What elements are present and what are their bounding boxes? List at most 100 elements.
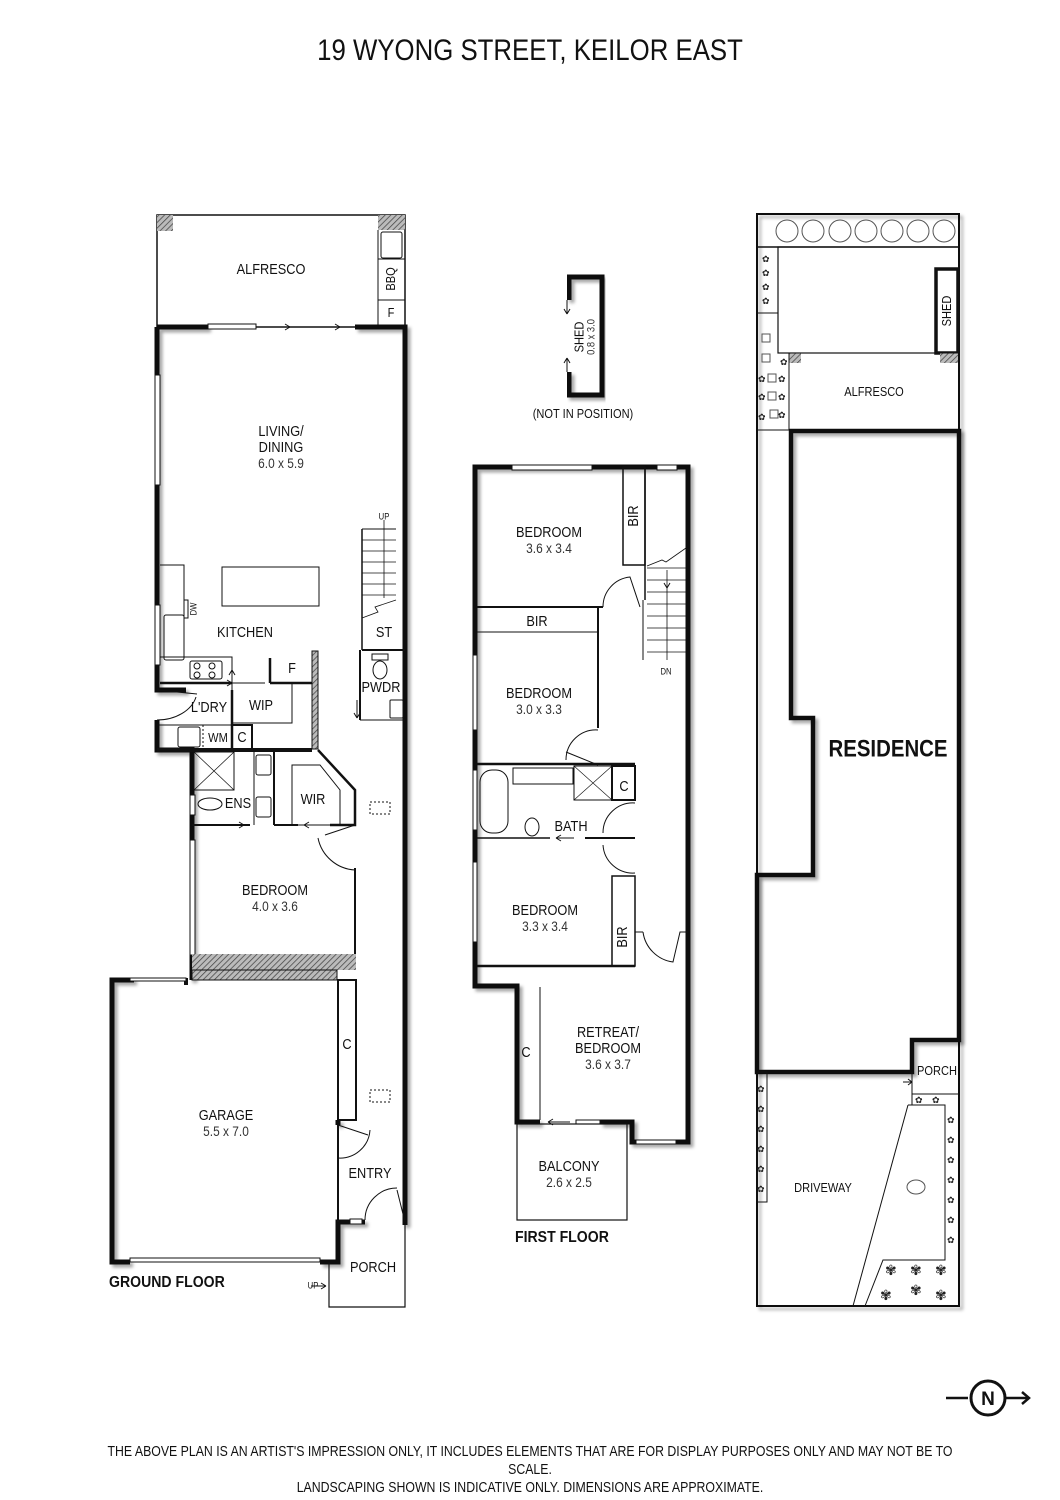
svg-text:✾: ✾ [910,1263,922,1279]
room-label-cupboard-hall: C [342,1036,352,1054]
disclaimer: THE ABOVE PLAN IS AN ARTIST'S IMPRESSION… [95,1443,964,1497]
room-name-line2: BEDROOM [575,1039,641,1057]
room-label-bath: BATH [554,818,588,836]
shed-note: (NOT IN POSITION) [532,406,634,422]
label-dishwasher: DW [188,602,199,616]
svg-text:✿: ✿ [778,375,786,385]
room-name: BEDROOM [512,901,578,919]
svg-text:✿: ✿ [757,1145,765,1155]
room-label-bedroom-2: BEDROOM 3.0 x 3.3 [506,686,572,716]
stair-down-label: DN [660,666,672,677]
room-name: BEDROOM [516,523,582,541]
room-label-bedroom-ground: BEDROOM 4.0 x 3.6 [242,883,308,913]
shed-name: SHED [571,321,587,353]
svg-text:✿: ✿ [757,1185,765,1195]
svg-text:✾: ✾ [935,1263,947,1279]
room-label-fridge-alfresco: F [387,305,395,321]
svg-text:✿: ✿ [757,1085,765,1095]
site-label-porch: PORCH [917,1063,957,1079]
room-label-garage: GARAGE 5.5 x 7.0 [199,1108,254,1138]
room-dimensions: 6.0 x 5.9 [258,454,304,471]
room-dimensions: 4.0 x 3.6 [252,897,298,914]
svg-text:✿: ✿ [947,1156,955,1166]
svg-text:✿: ✿ [758,393,766,403]
shed-label: SHED 0.8 x 3.0 [571,319,598,355]
room-label-fridge-kitchen: F [288,660,296,678]
svg-text:✿: ✿ [762,297,770,307]
first-floor-plan [472,464,691,1221]
svg-text:✾: ✾ [910,1283,922,1299]
room-label-wip: WIP [248,697,274,715]
svg-text:✿: ✿ [932,1096,940,1106]
room-name-line1: RETREAT/ [576,1023,640,1041]
svg-text:✿: ✿ [778,411,786,421]
svg-text:✿: ✿ [762,255,770,265]
room-label-living-dining: LIVING/ DINING 6.0 x 5.9 [258,424,304,470]
room-label-bedroom-3: BEDROOM 3.3 x 3.4 [512,903,578,933]
site-plan [754,213,962,1307]
room-name: BEDROOM [506,684,572,702]
stair-up-label: UP [378,511,390,522]
svg-text:✾: ✾ [935,1288,947,1304]
shed-plan [566,274,605,398]
porch-up-label: UP [307,1280,319,1291]
svg-text:✿: ✿ [947,1236,955,1246]
room-label-laundry: L'DRY [190,699,228,717]
room-label-entry: ENTRY [348,1165,392,1183]
room-name: BALCONY [538,1157,600,1175]
room-label-balcony: BALCONY 2.6 x 2.5 [539,1159,600,1189]
room-dimensions: 3.6 x 3.7 [585,1055,631,1072]
room-label-cupboard-bath: C [619,778,629,796]
room-dimensions: 3.0 x 3.3 [516,700,562,717]
disclaimer-line-1: THE ABOVE PLAN IS AN ARTIST'S IMPRESSION… [107,1443,953,1478]
room-label-ensuite: ENS [224,795,252,813]
room-label-alfresco: ALFRESCO [236,261,306,279]
site-label-driveway: DRIVEWAY [794,1180,852,1196]
room-label-wir: WIR [300,791,326,809]
svg-text:✿: ✿ [758,413,766,423]
site-label-alfresco: ALFRESCO [844,384,904,400]
svg-text:✿: ✿ [915,1096,923,1106]
room-dimensions: 5.5 x 7.0 [203,1122,249,1139]
svg-text:✿: ✿ [947,1196,955,1206]
page-title: 19 WYONG STREET, KEILOR EAST [317,34,743,67]
room-label-bedroom-1: BEDROOM 3.6 x 3.4 [516,525,582,555]
room-label-bbq: BBQ [383,267,399,291]
room-label-stair-storage: ST [375,624,393,642]
room-label-kitchen: KITCHEN [217,624,273,642]
svg-text:✿: ✿ [762,283,770,293]
room-dimensions: 3.3 x 3.4 [522,917,568,934]
room-dimensions: 3.6 x 3.4 [526,539,572,556]
svg-text:✿: ✿ [947,1176,955,1186]
door-arrows [210,300,913,1290]
svg-text:✿: ✿ [758,375,766,385]
label-washing-machine: WM [208,730,228,746]
svg-text:✿: ✿ [778,393,786,403]
room-label-bir-3: BIR [614,926,632,948]
svg-text:✿: ✿ [757,1105,765,1115]
svg-text:✿: ✿ [947,1216,955,1226]
room-label-cupboard-laundry: C [237,729,247,747]
room-label-powder: PWDR [361,679,401,697]
site-label-residence: RESIDENCE [828,735,948,763]
shed-dimensions: 0.8 x 3.0 [585,319,598,355]
ground-floor-plan [109,214,408,1308]
room-label-retreat-bedroom: RETREAT/ BEDROOM 3.6 x 3.7 [575,1025,641,1071]
compass-letter: N [981,1389,995,1410]
disclaimer-line-2: LANDSCAPING SHOWN IS INDICATIVE ONLY. DI… [296,1479,764,1496]
site-label-shed: SHED [939,295,955,327]
svg-text:✿: ✿ [780,358,788,368]
svg-text:✾: ✾ [880,1288,892,1304]
room-label-porch: PORCH [349,1259,397,1277]
room-label-cupboard-retreat: C [521,1044,531,1062]
svg-text:✿: ✿ [757,1165,765,1175]
svg-text:✿: ✿ [762,269,770,279]
site-plan-plants: ✿✿✿✿ ✿✿✿ ✿✿✿✿ ✿✿✿ ✿✿✿ ✿✿ ✿✿✿ ✿✿✿✿ ✾✾✾ ✾✾… [757,255,955,1304]
room-name-line2: DINING [258,438,304,456]
svg-text:✿: ✿ [947,1136,955,1146]
room-name: BEDROOM [242,881,308,899]
ground-floor-label: GROUND FLOOR [109,1274,225,1291]
room-name: GARAGE [198,1106,254,1124]
room-label-bir-2: BIR [526,613,548,631]
